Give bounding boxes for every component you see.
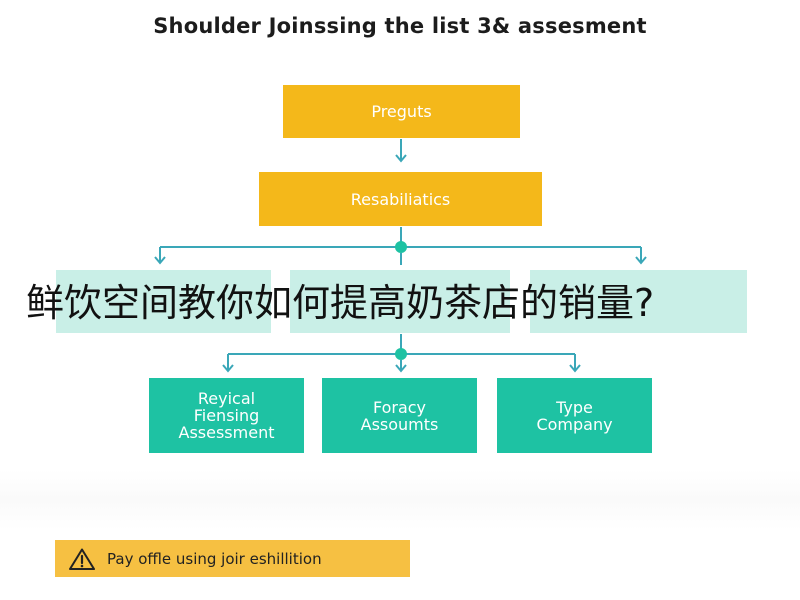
background-fade [0,470,800,530]
hidden-node-band-left [56,270,271,333]
diagram-title: Shoulder Joinssing the list 3& assesment [153,14,647,38]
arrowhead-right-lower [569,364,581,373]
node-type-company: Type Company [497,378,652,453]
branch-node-lower [395,348,407,360]
hidden-node-band-right [530,270,747,333]
hidden-node-band-center [290,270,510,333]
arrowhead-center-lower [395,364,407,373]
arrowhead-left-upper [154,256,166,265]
arrowhead-left-lower [222,364,234,373]
branch-node-upper [395,241,407,253]
arrowhead-top-mid [395,154,407,163]
node-reyical-assessment: Reyical Fiensing Assessment [149,378,304,453]
node-resabiliatics: Resabiliatics [259,172,542,226]
arrowhead-right-upper [635,256,647,265]
node-preguts: Preguts [283,85,520,138]
warning-text: Pay offle using joir eshillition [107,549,322,568]
overlay-caption: 鲜饮空间教你如何提高奶茶店的销量? [26,281,655,325]
warning-banner: Pay offle using joir eshillition [55,540,410,577]
node-foracy-assoumts: Foracy Assoumts [322,378,477,453]
warning-triangle-icon [69,548,95,570]
